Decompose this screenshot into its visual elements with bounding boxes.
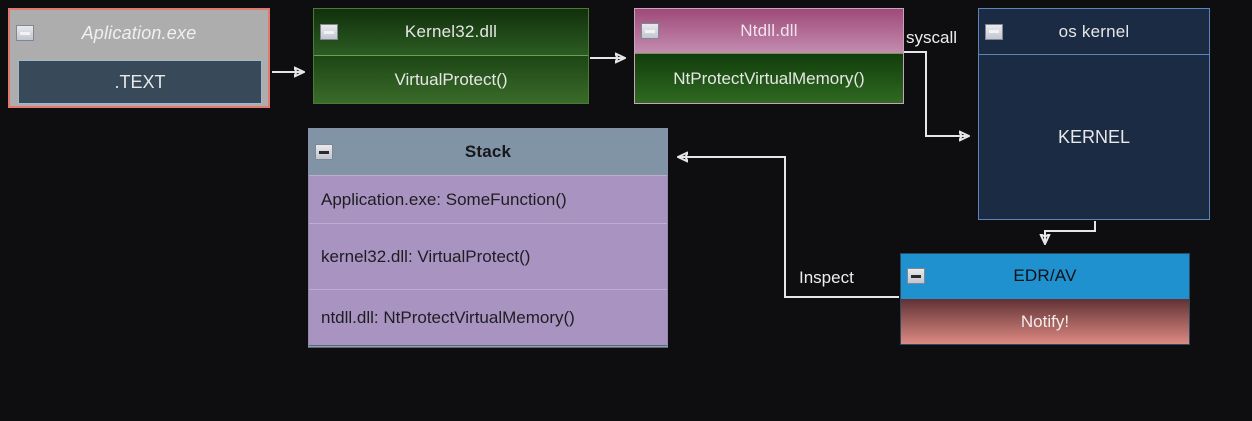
stack-frame-row: ntdll.dll: NtProtectVirtualMemory() bbox=[309, 289, 667, 345]
stack-frame-row: Application.exe: SomeFunction() bbox=[309, 175, 667, 223]
ntdll-function: NtProtectVirtualMemory() bbox=[635, 53, 903, 103]
stack-frame-row: kernel32.dll: VirtualProtect() bbox=[309, 223, 667, 289]
oskernel-title: os kernel bbox=[1058, 21, 1130, 41]
kernel32-function: VirtualProtect() bbox=[314, 55, 588, 103]
application-header: Aplication.exe bbox=[10, 10, 268, 56]
minus-box-icon[interactable] bbox=[641, 23, 659, 39]
node-stack[interactable]: Stack Application.exe: SomeFunction() ke… bbox=[308, 128, 668, 348]
kernel32-title: Kernel32.dll bbox=[404, 22, 498, 41]
edr-action: Notify! bbox=[901, 298, 1189, 344]
application-title: Aplication.exe bbox=[81, 22, 197, 43]
application-section-text: .TEXT bbox=[18, 60, 262, 104]
edge-oskernel-to-edr bbox=[1045, 221, 1096, 243]
node-ntdll[interactable]: Ntdll.dll NtProtectVirtualMemory() bbox=[634, 8, 904, 104]
node-edr-av[interactable]: EDR/AV Notify! bbox=[900, 253, 1190, 345]
node-application[interactable]: Aplication.exe .TEXT bbox=[8, 8, 270, 108]
edr-header: EDR/AV bbox=[901, 254, 1189, 298]
edge-ntdll-to-oskernel bbox=[904, 51, 968, 136]
minus-box-icon[interactable] bbox=[16, 25, 34, 41]
minus-box-icon[interactable] bbox=[315, 144, 333, 160]
kernel32-header: Kernel32.dll bbox=[314, 9, 588, 55]
edge-label-syscall: syscall bbox=[906, 28, 958, 47]
stack-header: Stack bbox=[309, 129, 667, 175]
minus-box-icon[interactable] bbox=[907, 268, 925, 284]
edge-label-inspect: Inspect bbox=[799, 268, 854, 287]
minus-box-icon[interactable] bbox=[985, 23, 1003, 40]
stack-title: Stack bbox=[464, 142, 512, 161]
oskernel-header: os kernel bbox=[979, 9, 1209, 55]
node-oskernel[interactable]: os kernel KERNEL bbox=[978, 8, 1210, 220]
minus-box-icon[interactable] bbox=[320, 24, 338, 40]
ntdll-title: Ntdll.dll bbox=[740, 21, 798, 40]
ntdll-header: Ntdll.dll bbox=[635, 9, 903, 53]
edge-edr-to-stack bbox=[679, 157, 899, 298]
oskernel-body: KERNEL bbox=[1057, 126, 1131, 147]
edr-title: EDR/AV bbox=[1013, 266, 1077, 285]
node-kernel32[interactable]: Kernel32.dll VirtualProtect() bbox=[313, 8, 589, 104]
